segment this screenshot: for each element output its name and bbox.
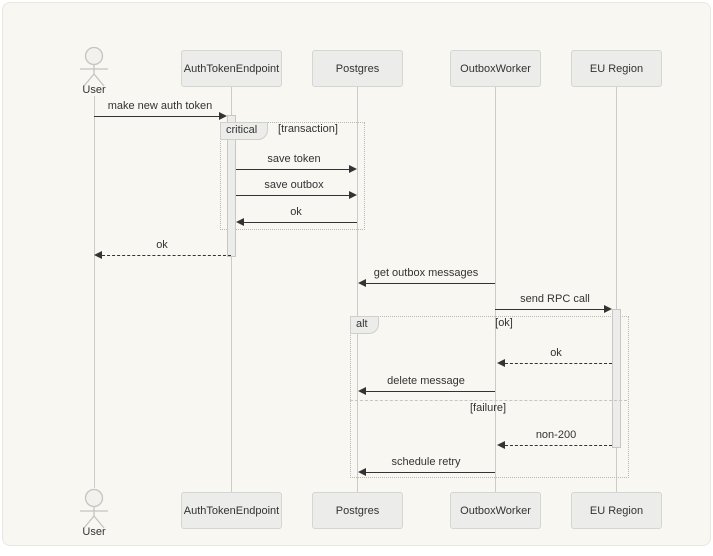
alt-condition-failure-label: [failure] bbox=[469, 402, 507, 414]
message-label-ok-db: ok bbox=[290, 206, 302, 218]
message-line bbox=[244, 222, 357, 223]
message-line bbox=[505, 363, 612, 364]
critical-frame bbox=[220, 122, 365, 230]
user-actor-icon bbox=[80, 46, 108, 87]
message-label-make-new-auth-token: make new auth token bbox=[107, 100, 213, 112]
arrowhead-left bbox=[94, 251, 102, 259]
message-line bbox=[102, 255, 231, 256]
lifeline-authtokenendpoint bbox=[231, 87, 232, 492]
arrowhead-right bbox=[349, 191, 357, 199]
arrowhead-left bbox=[497, 359, 505, 367]
message-label-get-outbox-messages: get outbox messages bbox=[373, 267, 479, 279]
arrowhead-left bbox=[358, 468, 366, 476]
message-line bbox=[94, 116, 219, 117]
participant-authtokenendpoint-bottom: AuthTokenEndpoint bbox=[181, 492, 282, 529]
user-actor-icon bbox=[80, 488, 108, 529]
lifeline-postgres bbox=[357, 87, 358, 492]
user-actor-label-top: User bbox=[82, 84, 106, 96]
critical-condition-label: [transaction] bbox=[278, 123, 338, 135]
message-line bbox=[366, 391, 495, 392]
participant-eu-region-bottom: EU Region bbox=[571, 492, 662, 529]
arrowhead-right bbox=[219, 112, 227, 120]
message-line bbox=[236, 169, 349, 170]
message-label-ok-rpc: ok bbox=[550, 347, 562, 359]
alt-divider bbox=[350, 400, 627, 401]
participant-postgres-bottom: Postgres bbox=[312, 492, 403, 529]
arrowhead-left bbox=[358, 279, 366, 287]
participant-eu-region-top: EU Region bbox=[571, 50, 662, 87]
message-label-save-token: save token bbox=[267, 153, 321, 165]
arrowhead-right bbox=[604, 305, 612, 313]
message-line bbox=[495, 309, 604, 310]
message-label-non-200: non-200 bbox=[535, 429, 577, 441]
participant-outboxworker-bottom: OutboxWorker bbox=[450, 492, 541, 529]
message-label-ok-user: ok bbox=[156, 239, 168, 251]
alt-frame-label: alt bbox=[350, 316, 379, 334]
participant-outboxworker-top: OutboxWorker bbox=[450, 50, 541, 87]
message-label-delete-message: delete message bbox=[387, 375, 465, 387]
participant-authtokenendpoint-top: AuthTokenEndpoint bbox=[181, 50, 282, 87]
activation-eu-region bbox=[612, 309, 621, 448]
participant-postgres-top: Postgres bbox=[312, 50, 403, 87]
lifeline-eu-region bbox=[616, 87, 617, 492]
arrowhead-left bbox=[358, 387, 366, 395]
lifeline-outboxworker bbox=[495, 87, 496, 492]
message-line bbox=[366, 283, 495, 284]
message-line bbox=[236, 195, 349, 196]
user-actor-label-bottom: User bbox=[82, 526, 106, 538]
message-label-send-rpc-call: send RPC call bbox=[520, 293, 590, 305]
activation-authtokenendpoint bbox=[227, 115, 236, 257]
message-line bbox=[505, 445, 612, 446]
alt-condition-ok-label: [ok] bbox=[495, 317, 513, 329]
message-line bbox=[366, 472, 495, 473]
lifeline-user bbox=[94, 96, 95, 488]
critical-frame-label: critical bbox=[220, 122, 269, 140]
message-label-save-outbox: save outbox bbox=[264, 179, 324, 191]
message-label-schedule-retry: schedule retry bbox=[391, 456, 461, 468]
alt-frame bbox=[350, 316, 629, 478]
diagram-canvas bbox=[2, 2, 711, 546]
arrowhead-left bbox=[497, 441, 505, 449]
arrowhead-right bbox=[349, 165, 357, 173]
arrowhead-left bbox=[236, 218, 244, 226]
